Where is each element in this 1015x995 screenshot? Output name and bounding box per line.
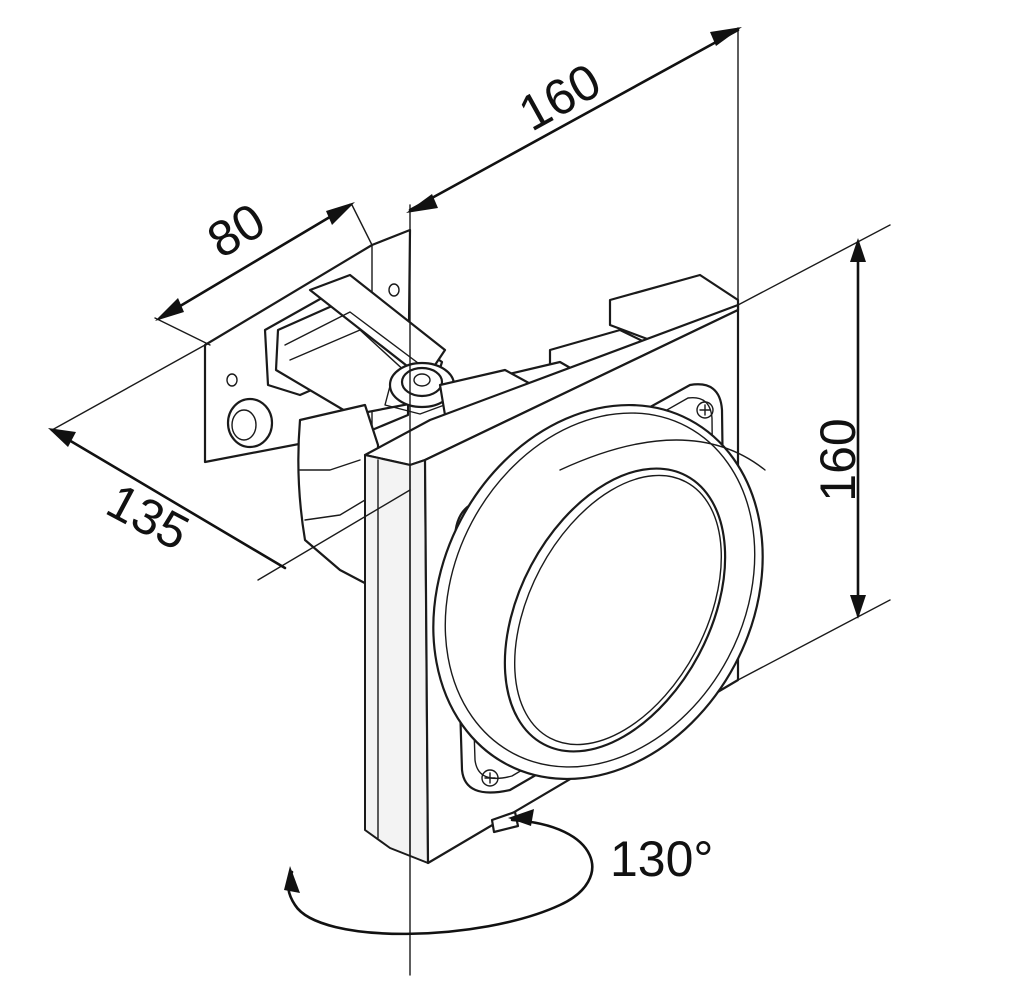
bracket-knob: [226, 397, 274, 449]
swivel-arm: [263, 273, 459, 417]
rotation-arc-130: 130°: [284, 809, 713, 936]
clamp-screw: [384, 361, 459, 415]
dimension-label-160-height: 160: [810, 418, 866, 501]
round-opening: [432, 403, 766, 781]
dimension-label-135: 135: [98, 473, 198, 562]
dimension-160-height: 160: [737, 224, 891, 681]
dimension-label-160-width: 160: [510, 52, 610, 141]
rotation-label: 130°: [610, 831, 713, 887]
